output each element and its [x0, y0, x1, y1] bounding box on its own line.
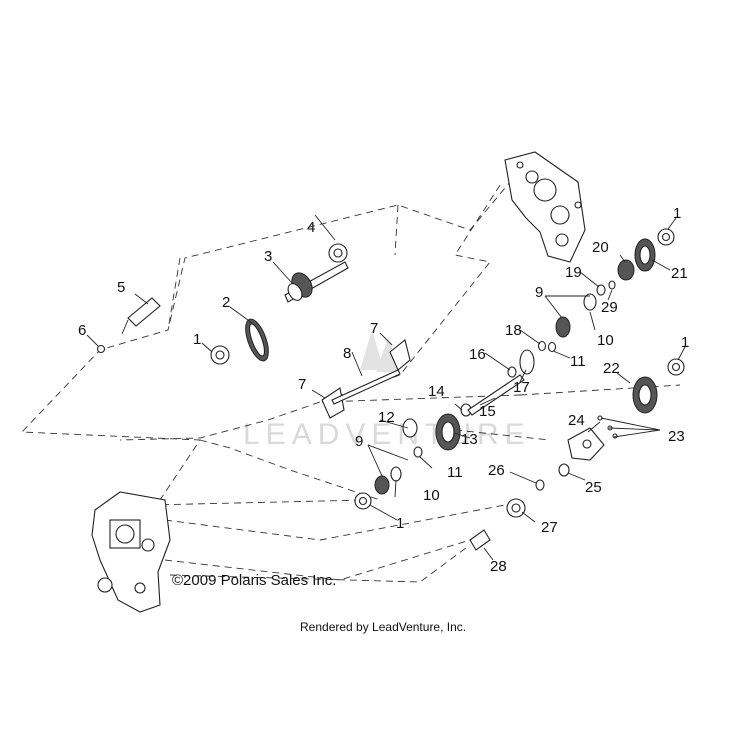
part-6-o-ring	[96, 344, 106, 354]
callout-28: 28	[490, 558, 507, 575]
callout-13: 13	[461, 431, 478, 448]
watermark: LEADVENTURE	[243, 330, 531, 451]
callout-16: 16	[469, 346, 486, 363]
part-11-washer	[413, 446, 423, 458]
callout-24: 24	[568, 412, 585, 429]
callout-8: 8	[343, 345, 351, 362]
part-23-screws	[597, 415, 661, 439]
callout-23: 23	[668, 428, 685, 445]
callout-1: 1	[673, 205, 681, 222]
callout-10: 10	[423, 487, 440, 504]
parts	[96, 228, 685, 551]
callout-5: 5	[117, 279, 125, 296]
part-10-washer-upper	[583, 293, 597, 311]
part-10-washer-lower	[390, 466, 402, 482]
callout-19: 19	[565, 264, 582, 281]
part-26-o-ring	[535, 479, 545, 491]
callout-9: 9	[535, 284, 543, 301]
callout-4: 4	[307, 219, 315, 236]
part-25-seal	[558, 463, 570, 477]
callout-11: 11	[570, 353, 586, 370]
callouts: 1 1 1 1 2 3 4 5 6 7 7 8 9 9 10 10 11 11 …	[78, 205, 689, 575]
callout-7: 7	[298, 376, 306, 393]
part-8-fork-rod	[331, 369, 401, 405]
part-22-gear	[632, 376, 658, 414]
callout-7: 7	[370, 320, 378, 337]
part-12-gear	[402, 418, 418, 438]
callout-11: 11	[447, 464, 463, 481]
part-7-shift-fork	[389, 339, 411, 371]
callout-1: 1	[396, 515, 404, 532]
part-4-bearing	[328, 243, 348, 263]
callout-18: 18	[505, 322, 522, 339]
leader-lines	[86, 214, 686, 561]
part-3-input-shaft	[284, 261, 349, 303]
part-29-clip	[608, 280, 616, 290]
callout-17: 17	[513, 379, 530, 396]
part-28-sensor	[469, 529, 491, 551]
gearcase-housing	[91, 491, 171, 613]
part-2-chain	[245, 318, 269, 362]
callout-2: 2	[222, 294, 230, 311]
part-19-ring	[596, 284, 606, 296]
callout-6: 6	[78, 322, 86, 339]
part-1-bearing-right	[667, 358, 685, 376]
callout-10: 10	[597, 332, 614, 349]
part-1-bearing	[210, 345, 230, 365]
part-13-gear	[435, 413, 461, 451]
part-1-bearing-top	[657, 228, 675, 246]
part-15-output-shaft	[467, 374, 525, 416]
copyright-text: ©2009 Polaris Sales Inc.	[172, 572, 336, 589]
part-20-gear	[617, 259, 635, 281]
callout-12: 12	[378, 409, 395, 426]
callout-3: 3	[264, 248, 272, 265]
part-18-ring	[537, 340, 547, 352]
callout-27: 27	[541, 519, 558, 536]
callout-1: 1	[681, 334, 689, 351]
watermark-text: LEADVENTURE	[243, 418, 531, 451]
callout-29: 29	[601, 299, 618, 316]
callout-14: 14	[428, 383, 445, 400]
callout-22: 22	[603, 360, 620, 377]
gearcase-cover	[504, 151, 586, 263]
part-21-gear	[634, 238, 656, 272]
callout-25: 25	[585, 479, 602, 496]
part-17-gear	[519, 349, 535, 375]
callout-1: 1	[193, 331, 201, 348]
callout-15: 15	[479, 403, 496, 420]
callout-26: 26	[488, 462, 505, 479]
part-9-bearing-lower	[374, 475, 390, 495]
part-5-shift-shaft	[121, 297, 161, 335]
part-24-retainer	[567, 427, 605, 461]
callout-9: 9	[355, 433, 363, 450]
part-27-bearing	[506, 498, 526, 518]
part-16-washer	[507, 366, 517, 378]
rendered-by-text: Rendered by LeadVenture, Inc.	[300, 620, 466, 634]
part-9-bearing-upper	[555, 316, 571, 338]
part-1-bearing-lower	[354, 492, 372, 510]
callout-20: 20	[592, 239, 609, 256]
callout-21: 21	[671, 265, 688, 282]
part-11-washer-upper	[547, 341, 557, 353]
